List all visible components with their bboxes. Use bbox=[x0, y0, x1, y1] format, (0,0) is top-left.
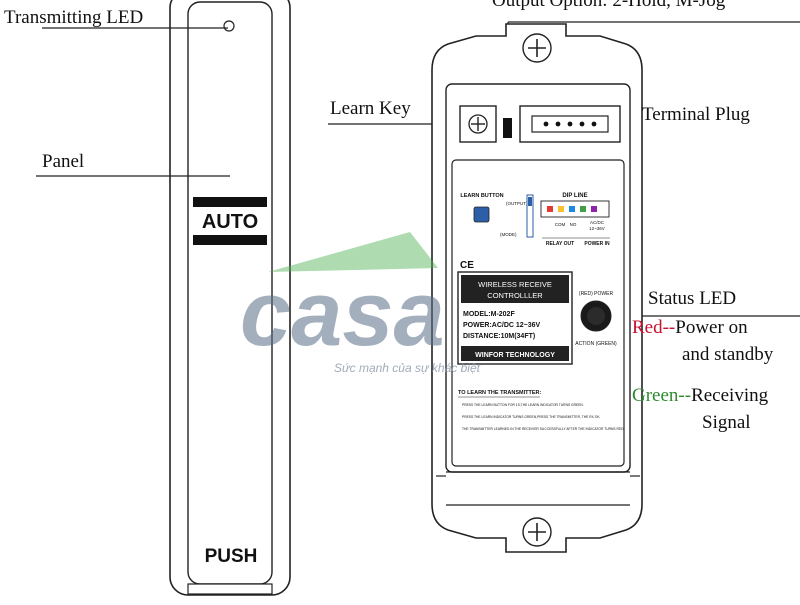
output-mode-label: (OUTPUT) bbox=[506, 201, 528, 206]
learn-key-label: Learn Key bbox=[330, 98, 411, 119]
red-text-2: and standby bbox=[682, 344, 774, 365]
watermark-tagline: Sức mạnh của sự khác biệt bbox=[334, 361, 481, 375]
watermark-logo: casa bbox=[240, 263, 445, 365]
red-prefix: Red-- bbox=[632, 317, 676, 338]
status-led-label: Status LED bbox=[648, 288, 737, 309]
output-option-label: Output Option: 2-Hold, M-Jog bbox=[492, 0, 726, 11]
red-text-1: Power on bbox=[675, 317, 748, 338]
green-prefix: Green-- bbox=[632, 385, 692, 406]
transmitter: AUTO PUSH bbox=[169, 0, 291, 596]
ce-mark: CE bbox=[460, 260, 474, 271]
power-in-label: POWER IN bbox=[584, 241, 610, 247]
terminal-plug-label: Terminal Plug bbox=[642, 104, 750, 125]
com-label: COM bbox=[555, 222, 566, 227]
terminal-plug-icon bbox=[519, 105, 621, 143]
green-text-1: Receiving bbox=[691, 385, 769, 406]
relay-out-label: RELAY OUT bbox=[546, 241, 574, 247]
transmitting-led-icon bbox=[223, 20, 235, 32]
receiver: LEARN BUTTON (OUTPUT) (MODE) DIP LINE CO… bbox=[431, 23, 643, 553]
acdc-label: AC/DC bbox=[590, 220, 605, 225]
dip-title: DIP LINE bbox=[562, 193, 587, 199]
instruction-step-3: THE TRANSMITTER LEARNED IN THE RECEIVER … bbox=[462, 427, 624, 431]
transmitting-led-label: Transmitting LED bbox=[4, 7, 144, 28]
action-green-label: ACTION (GREEN) bbox=[575, 341, 617, 347]
green-legend: Green--Receiving bbox=[632, 386, 768, 405]
push-label: PUSH bbox=[205, 546, 258, 567]
output-switch-icon bbox=[503, 118, 512, 138]
learn-key-icon bbox=[459, 105, 497, 143]
voltage-label: 12~36V bbox=[589, 226, 605, 231]
learn-button-icon bbox=[473, 206, 490, 223]
power-text: POWER:AC/DC 12~36V bbox=[463, 322, 541, 329]
watermark: casa Sức mạnh của sự khác biệt bbox=[240, 232, 481, 375]
instructions-heading: TO LEARN THE TRANSMITTER: bbox=[458, 390, 541, 396]
screw-icon bbox=[522, 33, 552, 63]
no-label: NO bbox=[570, 222, 577, 227]
label-title-2: CONTROLLLER bbox=[487, 291, 543, 300]
label-title-1: WIRELESS RECEIVE bbox=[478, 280, 552, 289]
screw-icon bbox=[522, 517, 552, 547]
learn-button-label: LEARN BUTTON bbox=[460, 193, 503, 199]
model-text: MODEL:M-202F bbox=[463, 311, 515, 318]
instruction-step-1: PRESS THE LEARN BUTTON FOR 1S,THE LEARN … bbox=[462, 403, 584, 407]
instructions: TO LEARN THE TRANSMITTER: PRESS THE LEAR… bbox=[458, 390, 624, 431]
brand-text: WINFOR TECHNOLOGY bbox=[475, 352, 555, 359]
distance-text: DISTANCE:10M(34FT) bbox=[463, 333, 535, 340]
panel-label: Panel bbox=[42, 151, 85, 172]
red-power-label: (RED) POWER bbox=[579, 291, 614, 297]
green-text-2: Signal bbox=[702, 412, 751, 433]
red-legend: Red--Power on bbox=[632, 318, 748, 337]
instruction-step-2: PRESS THE LEARN INDICATOR TURNS GREEN,PR… bbox=[462, 415, 601, 419]
output-mode-label-b: (MODE) bbox=[500, 232, 517, 237]
product-label: WIRELESS RECEIVE CONTROLLLER MODEL:M-202… bbox=[457, 271, 573, 365]
auto-label: AUTO bbox=[202, 211, 258, 233]
